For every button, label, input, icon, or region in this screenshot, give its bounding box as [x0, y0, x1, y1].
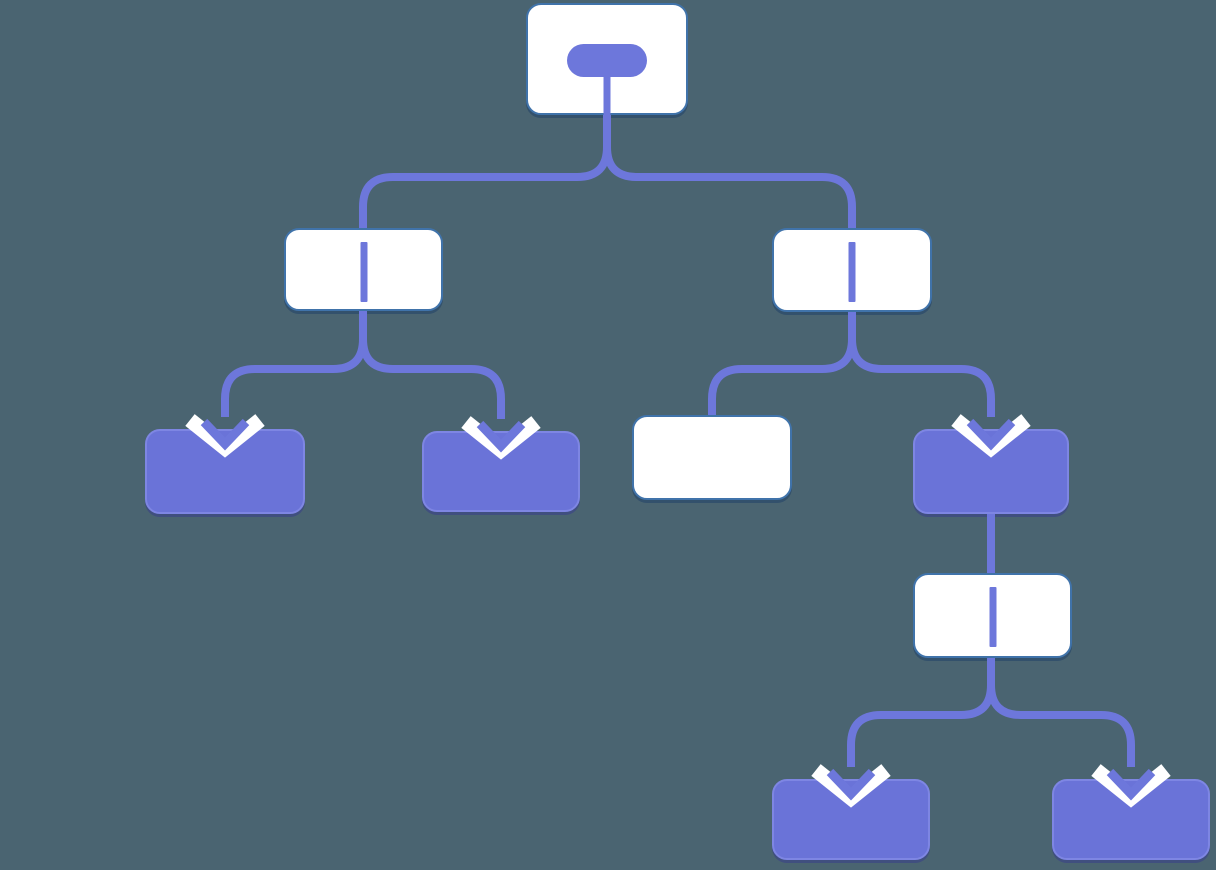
split-divider-icon	[360, 242, 367, 302]
root-node-icon	[567, 44, 647, 77]
tree-edge	[359, 115, 611, 228]
tree-node-empty[interactable]	[632, 415, 792, 500]
tree-node-leaf-4[interactable]	[1052, 779, 1210, 860]
tree-edge	[987, 658, 1135, 767]
tree-edge	[359, 311, 505, 419]
tree-edge	[847, 658, 995, 767]
split-divider-icon	[989, 587, 996, 647]
tree-node-leaf-1[interactable]	[145, 429, 305, 514]
tree-node-split-bottom[interactable]	[913, 573, 1072, 658]
tree-edge	[221, 311, 367, 417]
tree-node-leaf-3[interactable]	[772, 779, 930, 860]
tree-node-branch-collapsed[interactable]	[913, 429, 1069, 514]
tree-edge	[603, 115, 856, 228]
tree-node-root[interactable]	[526, 3, 688, 115]
tree-node-leaf-2[interactable]	[422, 431, 580, 512]
tree-node-split-left[interactable]	[284, 228, 443, 311]
tree-edge	[848, 312, 995, 417]
tree-edge	[708, 312, 856, 415]
split-divider-icon	[848, 242, 856, 302]
tree-node-split-right[interactable]	[772, 228, 932, 312]
